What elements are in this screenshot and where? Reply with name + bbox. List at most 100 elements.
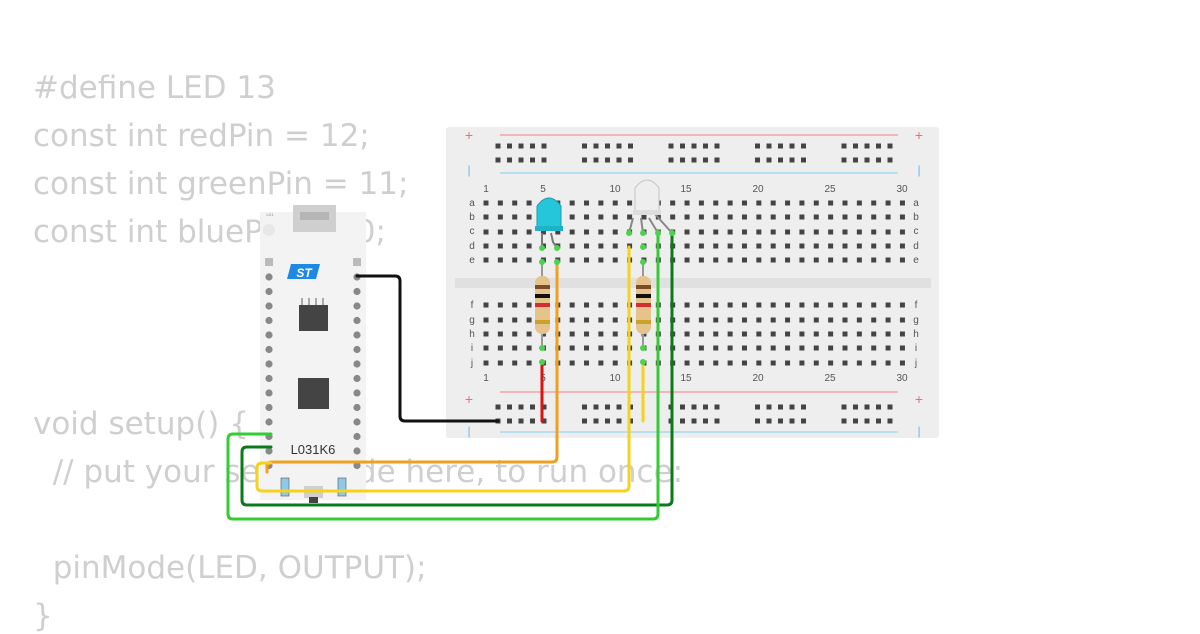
breadboard-hole [497, 345, 503, 351]
breadboard-hole [512, 360, 518, 366]
led-rgb-body [634, 179, 660, 215]
wire-green-light[interactable] [226, 231, 660, 521]
breadboard-hole [799, 229, 805, 235]
resistor-1[interactable] [535, 262, 550, 348]
board-pin-left [265, 302, 273, 310]
breadboard-hole [856, 317, 862, 323]
resistor-2[interactable] [636, 262, 651, 348]
breadboard-hole [813, 229, 819, 235]
breadboard-hole [684, 331, 690, 337]
breadboard-hole [871, 302, 877, 308]
breadboard-hole [684, 345, 690, 351]
rail-hole [755, 404, 760, 410]
breadboard-hole [598, 317, 604, 323]
rail-hole [789, 157, 795, 163]
rail-hole [507, 404, 512, 410]
code-line-3: const int greenPin = 11; [33, 166, 409, 202]
rail-hole [680, 404, 685, 410]
rail-hole [714, 418, 720, 424]
breadboard-hole [813, 331, 819, 337]
reset-button[interactable] [263, 224, 275, 236]
breadboard-hole [770, 317, 776, 323]
led-blue-body [536, 197, 562, 231]
breadboard-hole [813, 317, 819, 323]
rail-hole [864, 157, 870, 163]
breadboard-hole [856, 302, 862, 308]
rail-hole [518, 418, 524, 424]
rail-plus-top-left: + [465, 127, 473, 143]
breadboard-hole [598, 243, 604, 249]
board-pin-left [265, 418, 273, 426]
breadboard-hole [698, 243, 704, 249]
breadboard-hole [727, 229, 733, 235]
wire-black[interactable] [355, 274, 500, 423]
eeprom-chip-pins [301, 298, 324, 305]
breadboard-hole [856, 257, 862, 263]
breadboard-hole [526, 360, 532, 366]
breadboard-hole [871, 214, 877, 220]
breadboard-hole [871, 345, 877, 351]
row-label: e [913, 255, 919, 266]
board-pin-right [353, 447, 361, 455]
breadboard-hole [713, 214, 719, 220]
rail-hole [789, 143, 795, 149]
breadboard-hole [526, 257, 532, 263]
rail-hole [853, 157, 858, 163]
breadboard-hole [770, 360, 776, 366]
col-label-top: 25 [824, 184, 836, 195]
rail-hole [691, 418, 697, 424]
board-pin-right [353, 403, 361, 412]
components[interactable] [535, 179, 675, 365]
breadboard-hole [584, 331, 590, 337]
breadboard-hole [785, 302, 791, 308]
breadboard-hole [526, 345, 532, 351]
breadboard-hole [799, 331, 805, 337]
breadboard-hole [813, 214, 819, 220]
wire-orange[interactable] [265, 260, 559, 474]
nucleo-board[interactable]: LD1 ST L031K6 [260, 205, 366, 503]
breadboard-hole [497, 214, 503, 220]
breadboard-hole [684, 229, 690, 235]
rail-hole [766, 404, 772, 410]
board-pin-right [353, 374, 361, 383]
breadboard-hole [828, 317, 834, 323]
rail-hole [778, 143, 783, 149]
breadboard-hole [497, 243, 503, 249]
breadboard-hole [684, 302, 690, 308]
row-label: b [469, 212, 475, 223]
wires[interactable] [226, 231, 674, 521]
breadboard-hole [684, 200, 690, 206]
rail-hole [680, 143, 685, 149]
rail-hole [605, 404, 610, 410]
breadboard-hole [770, 257, 776, 263]
rail-hole [593, 143, 599, 149]
board-body [260, 212, 366, 500]
breadboard-hole [756, 360, 762, 366]
rail-hole [668, 157, 674, 163]
wire-yellow[interactable] [255, 245, 631, 493]
breadboard-hole [756, 331, 762, 337]
rail-plus-top-right: + [915, 127, 923, 143]
breadboard-hole [512, 345, 518, 351]
breadboard-hole [727, 345, 733, 351]
breadboard[interactable]: + + + + | | | | 1 5 10 15 20 25 30 1 5 1… [446, 127, 939, 438]
rail-hole [778, 157, 783, 163]
rail-hole [841, 404, 847, 410]
breadboard-hole [828, 360, 834, 366]
col-label-bottom: 25 [824, 373, 836, 384]
breadboard-hole [828, 257, 834, 263]
rail-hole [714, 404, 720, 410]
rail-hole [841, 157, 847, 163]
breadboard-hole [512, 200, 518, 206]
breadboard-hole [770, 200, 776, 206]
breadboard-hole [584, 257, 590, 263]
rail-hole [530, 418, 535, 424]
breadboard-hole [569, 317, 575, 323]
wire-green-dark[interactable] [240, 231, 674, 507]
breadboard-hole [598, 257, 604, 263]
breadboard-hole [856, 360, 862, 366]
led-rgb-lead [654, 213, 673, 234]
breadboard-hole [483, 317, 489, 323]
breadboard-hole [684, 214, 690, 220]
